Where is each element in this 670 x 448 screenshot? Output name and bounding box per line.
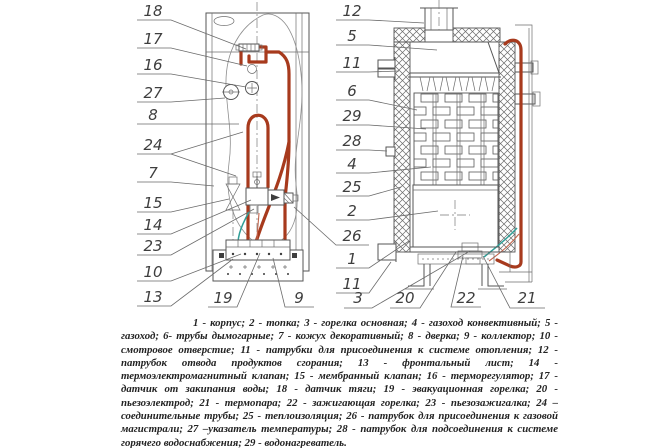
callout-bottom-9: 9 [272,257,314,308]
svg-text:29: 29 [342,107,361,125]
callout-mid-1: 1 [336,240,410,269]
callout-left-16: 16 [137,56,247,88]
callout-left-18: 18 [137,2,247,50]
svg-text:24: 24 [143,136,162,154]
flow-arrow-icon [271,194,280,201]
svg-text:28: 28 [342,132,361,150]
svg-text:7: 7 [148,164,158,182]
callout-mid-29: 29 [336,107,427,130]
svg-text:5: 5 [347,27,357,45]
svg-text:4: 4 [347,155,357,173]
callout-left-24: 24 [137,131,244,177]
svg-text:16: 16 [143,56,162,74]
callout-mid-25: 25 [336,178,402,197]
flue-outlet-stub [420,0,458,31]
gas-supply-pipe [495,38,523,269]
callout-left-27: 27 [137,84,226,103]
insulation [393,27,516,253]
callout-mid-11b: 11 [336,261,392,294]
svg-text:3: 3 [353,289,363,307]
membrane-valve [225,183,241,211]
callout-mid-2: 2 [336,202,439,221]
boiler-technical-drawing: 18 17 16 27 8 24 7 15 14 23 10 13 19 9 1… [137,0,545,309]
gas-piping [239,45,291,254]
callout-mid-5: 5 [336,27,438,51]
callout-left-17: 17 [137,30,248,67]
left-diagram-front-view [205,2,310,282]
callout-mid-28: 28 [336,132,388,152]
callout-left-15: 15 [137,194,230,213]
legend-text: 1 - корпус; 2 - топка; 3 - горелка основ… [121,317,558,448]
callout-bottom-22: 22 [450,255,481,308]
callout-left-14: 14 [137,199,252,235]
callout-left-7: 7 [137,164,215,187]
svg-text:27: 27 [143,84,163,102]
svg-text:10: 10 [143,263,162,281]
callout-left-23: 23 [137,208,255,256]
callout-mid-12: 12 [336,2,425,24]
svg-text:11: 11 [342,54,361,72]
gas-inlet-union [283,192,299,204]
svg-text:20: 20 [395,289,414,307]
piezo-igniter [249,204,259,214]
svg-text:19: 19 [213,289,232,307]
svg-text:8: 8 [148,106,158,124]
callout-mid-4: 4 [336,155,432,174]
svg-text:18: 18 [143,2,162,20]
svg-text:9: 9 [294,289,304,307]
svg-text:25: 25 [342,178,361,196]
heating-system-fittings [377,57,397,262]
svg-text:26: 26 [342,227,361,245]
draft-sensor [235,43,263,52]
water-fittings-right [514,60,541,107]
callout-mid-6: 6 [336,82,418,111]
svg-text:22: 22 [456,289,475,307]
gas-flue-hood [408,41,501,92]
right-diagram-section-view [377,0,541,290]
outer-casing-section [499,24,533,283]
thermo-electromagnetic-valve [245,187,269,206]
callout-bottom-21: 21 [482,255,545,309]
sight-window-oval [213,16,235,26]
svg-text:6: 6 [347,82,357,100]
thermostat-knob [245,81,259,95]
svg-text:17: 17 [143,30,163,48]
burner-collector [212,239,304,282]
svg-text:13: 13 [143,288,162,306]
callout-bottom-20: 20 [390,251,457,309]
callout-bottom-3: 3 [344,250,471,309]
overheat-sensor [247,64,257,74]
firebox [412,184,499,248]
callout-labels: 18 17 16 27 8 24 7 15 14 23 10 13 19 9 1… [137,2,545,309]
valve-assembly [225,171,299,247]
callout-mid-26: 26 [293,206,369,246]
svg-text:21: 21 [517,289,536,307]
temperature-gauge [222,84,240,100]
svg-text:23: 23 [143,237,162,255]
callout-mid-11: 11 [336,54,400,73]
callout-left-8: 8 [137,106,239,125]
svg-text:12: 12 [342,2,361,20]
svg-text:2: 2 [347,202,357,220]
svg-text:11: 11 [342,275,361,293]
svg-text:14: 14 [143,216,162,234]
callout-left-13: 13 [137,258,234,307]
callout-bottom-19: 19 [208,252,261,308]
fire-tube-heat-exchanger [413,92,499,186]
callout-left-10: 10 [137,253,242,282]
svg-text:1: 1 [347,250,357,268]
svg-text:15: 15 [143,194,162,212]
